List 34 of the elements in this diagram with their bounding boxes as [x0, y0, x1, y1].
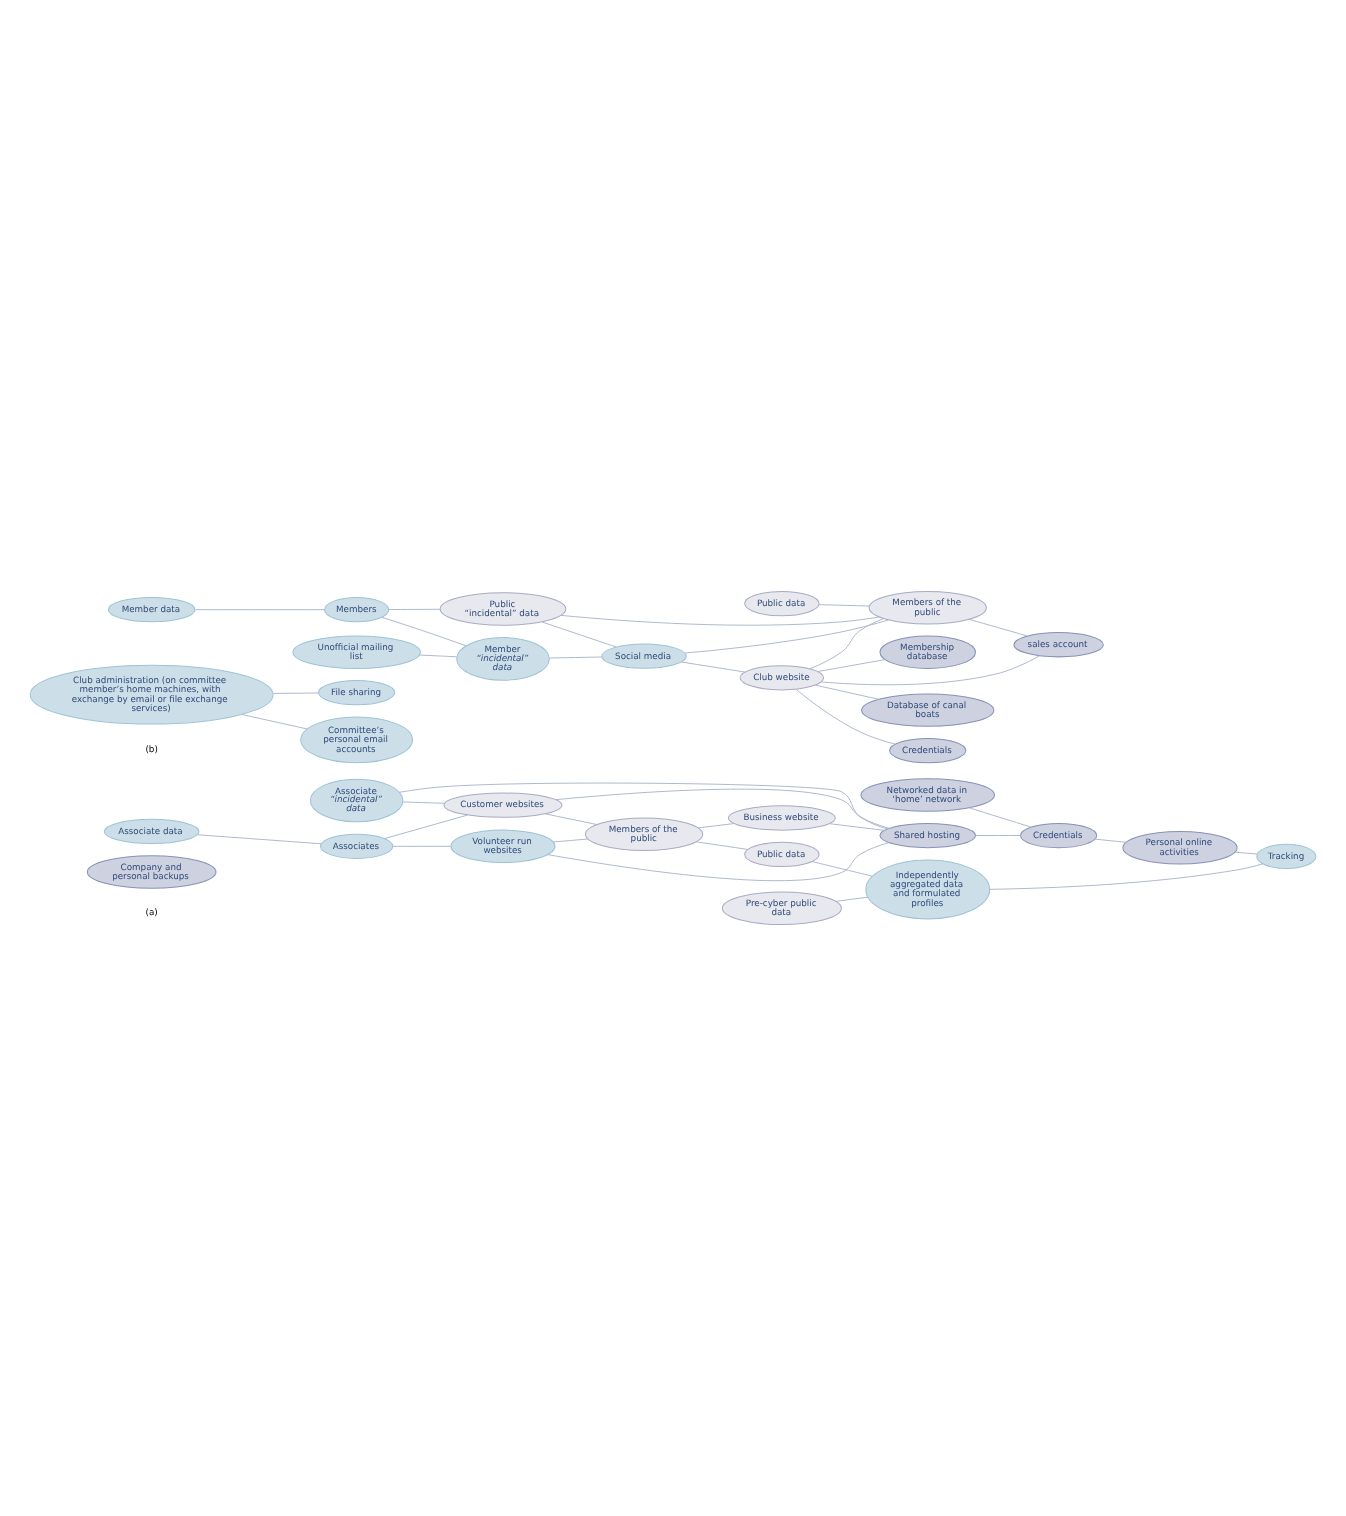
connector: [552, 838, 589, 843]
connector: [820, 655, 1040, 686]
connector: [241, 714, 308, 730]
connector: [817, 659, 886, 672]
connector: [419, 654, 458, 658]
connector: [560, 614, 880, 626]
connector: [402, 801, 446, 804]
connector: [548, 656, 603, 659]
connector: [272, 692, 319, 694]
connector: [194, 609, 325, 611]
connector: [968, 807, 1032, 828]
connector: [989, 863, 1264, 890]
connector: [680, 661, 746, 673]
connector: [975, 835, 1021, 836]
connector: [818, 604, 870, 607]
connector: [544, 813, 598, 825]
connector: [684, 619, 890, 654]
connector: [384, 814, 469, 840]
connector: [968, 618, 1028, 637]
connector: [388, 608, 441, 610]
connector: [697, 823, 735, 829]
connector: [1234, 851, 1258, 855]
connector: [835, 896, 869, 902]
connector: [811, 861, 873, 877]
connector: [197, 834, 322, 845]
connector: [1094, 838, 1127, 843]
connector: [828, 823, 885, 831]
connector: [795, 688, 896, 745]
connector: [814, 684, 879, 700]
connector: [695, 841, 749, 850]
connector: [541, 621, 617, 648]
connector: [392, 845, 452, 847]
connector: [381, 616, 467, 647]
connector: [809, 618, 885, 670]
